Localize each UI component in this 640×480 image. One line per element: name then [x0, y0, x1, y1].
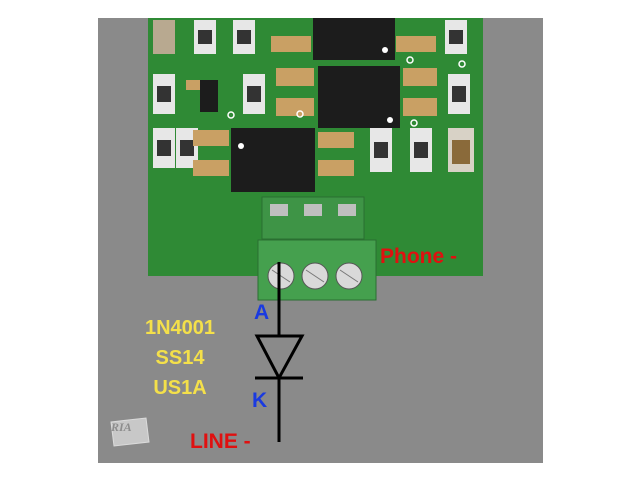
resistor-body — [157, 140, 171, 156]
resistor-body — [449, 30, 463, 44]
pad — [193, 130, 229, 146]
resistor-body — [374, 142, 388, 158]
capacitor-body — [452, 140, 470, 164]
screw-slot — [339, 269, 359, 283]
pad — [276, 68, 314, 86]
via — [406, 56, 414, 64]
via — [296, 110, 304, 118]
transistor — [200, 80, 218, 112]
diode-part-number: US1A — [153, 377, 207, 399]
pad — [318, 132, 354, 148]
screw-slot — [271, 269, 291, 283]
ic-pin1-dot — [387, 117, 393, 123]
resistor-body — [414, 142, 428, 158]
via — [458, 60, 466, 68]
ic-chip — [318, 66, 400, 128]
resistor-body — [237, 30, 251, 44]
pad — [318, 160, 354, 176]
diode-part-number: 1N4001 — [144, 317, 216, 339]
pad — [403, 68, 437, 86]
pad — [186, 80, 200, 90]
capacitor — [153, 20, 175, 54]
resistor-body — [247, 86, 261, 102]
pad — [193, 160, 229, 176]
diode-triangle — [254, 334, 305, 382]
diode-symbol — [254, 262, 305, 442]
screw-slot — [305, 269, 325, 283]
via — [227, 111, 235, 119]
anode-label: A — [254, 301, 270, 324]
ic-chip — [231, 128, 315, 192]
pad — [403, 98, 437, 116]
pad — [271, 36, 311, 52]
phone-minus-label: Phone - — [380, 245, 457, 268]
diode-part-number: SS14 — [155, 347, 205, 369]
resistor-body — [198, 30, 212, 44]
ria-watermark-logo — [110, 417, 150, 447]
line-minus-label: LINE - — [190, 430, 251, 453]
ic-pin1-dot — [238, 143, 244, 149]
resistor-body — [157, 86, 171, 102]
ic-chip — [313, 18, 395, 60]
terminal-block — [257, 196, 377, 301]
pad — [276, 98, 314, 116]
terminal-slot — [304, 204, 322, 216]
smd-components — [153, 18, 474, 192]
via — [410, 119, 418, 127]
terminal-slot — [270, 204, 288, 216]
pad — [396, 36, 436, 52]
cathode-label: K — [252, 389, 268, 412]
ic-pin1-dot — [382, 47, 388, 53]
resistor-body — [180, 140, 194, 156]
resistor-body — [452, 86, 466, 102]
terminal-slot — [338, 204, 356, 216]
watermark-text: RIA — [111, 420, 132, 434]
